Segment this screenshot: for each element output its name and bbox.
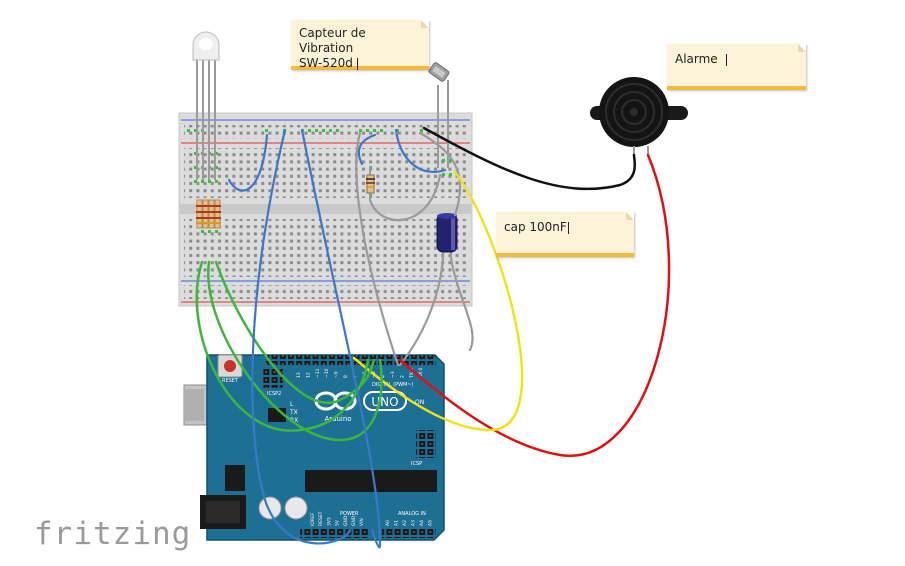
pulldown-resistor — [366, 166, 375, 200]
uno-badge — [363, 391, 407, 411]
pin-label: 12 — [305, 372, 311, 378]
icsp-header — [416, 430, 436, 458]
note-fold — [421, 20, 429, 28]
pin-label: 13 — [296, 372, 302, 378]
note-text: cap 100nF — [504, 220, 567, 234]
wire-blue-power — [251, 128, 352, 545]
arduino-uno-board: UNO Arduino RESET ICSP2 TX RX L ON DIGIT… — [183, 354, 445, 541]
pin-label: 8 — [343, 375, 349, 378]
top-terminal-holes — [184, 148, 466, 198]
icsp2-label: ICSP2 — [267, 391, 281, 397]
power-label: POWER — [340, 511, 359, 517]
fritzing-logo: fritzing — [34, 516, 192, 552]
wires — [195, 126, 671, 549]
power-header — [300, 528, 370, 538]
l-led-label: L — [290, 401, 294, 408]
note-text: SW-520d — [299, 56, 353, 70]
text-cursor — [356, 57, 358, 70]
breadboard — [178, 112, 473, 307]
wire-blue-jumper — [227, 133, 269, 192]
board-capacitor — [258, 496, 282, 520]
pin-label: ~11 — [315, 368, 321, 378]
resistor-bank — [196, 199, 221, 229]
wire-gray — [355, 131, 400, 367]
analog-header — [382, 528, 436, 538]
pin-label: 3V3 — [326, 517, 332, 526]
pin-label: RESET — [318, 511, 324, 526]
pin-label: A3 — [411, 520, 417, 526]
center-channel — [180, 204, 471, 214]
note-line: Capteur de Vibration — [299, 26, 366, 55]
pin-label: 2 — [399, 375, 405, 378]
arduino-label: Arduino — [324, 415, 351, 423]
pin-label: 5V — [335, 519, 341, 526]
wire-green — [207, 260, 383, 442]
atmega-chip — [305, 470, 437, 492]
reset-label: RESET — [222, 378, 239, 384]
pin-label: 4 — [381, 375, 387, 378]
wire-gray — [368, 173, 442, 222]
rgb-led — [192, 31, 220, 180]
pin-label: A1 — [394, 520, 400, 526]
note-fold — [798, 44, 806, 52]
note-alarm[interactable]: Alarme — [667, 44, 806, 90]
pin-label: ~9 — [334, 371, 340, 378]
wire-gray — [449, 256, 474, 352]
pin-label: TX 1 — [409, 368, 415, 379]
voltage-regulator — [225, 465, 245, 491]
note-fold — [626, 212, 634, 220]
digital-label: DIGITAL (PWM~) — [372, 382, 414, 388]
analog-label: ANALOG IN — [398, 511, 426, 517]
icsp-label: ICSP — [411, 461, 422, 467]
digital-header-high — [266, 355, 350, 365]
bottom-rail-holes — [184, 285, 466, 299]
pin-label: IOREF — [310, 512, 316, 526]
rx-label: RX — [290, 417, 298, 424]
text-cursor — [725, 53, 727, 66]
wire-blue-jumper — [394, 128, 447, 173]
pin-label: GND — [351, 515, 357, 526]
pin-label: ~3 — [390, 371, 396, 378]
board-capacitor — [284, 496, 308, 520]
wire-blue-power — [300, 128, 382, 549]
tx-label: TX — [289, 409, 298, 416]
pin-label: A2 — [402, 520, 408, 526]
wire-black — [422, 126, 637, 191]
note-line: SW-520d — [299, 56, 421, 71]
pin-label: VIN — [359, 518, 365, 526]
note-vibration-sensor[interactable]: Capteur de Vibration SW-520d — [291, 20, 429, 70]
icsp2-header — [263, 368, 283, 388]
wire-red — [398, 153, 671, 458]
wire-blue-jumper — [357, 133, 377, 166]
wire-green — [214, 260, 376, 404]
pin-label: GND — [343, 515, 349, 526]
pin-label: A5 — [428, 520, 434, 526]
note-text: Alarme — [675, 52, 718, 66]
pin-label: A0 — [385, 520, 391, 526]
text-cursor — [567, 221, 569, 234]
pin-label: ~10 — [324, 368, 330, 378]
note-capacitor[interactable]: cap 100nF — [496, 212, 634, 257]
wire-gray — [398, 256, 445, 367]
wire-yellow — [352, 170, 524, 432]
uno-label: UNO — [371, 395, 398, 409]
digital-header-low — [354, 355, 436, 365]
buzzer — [590, 77, 688, 156]
pin-label: A4 — [419, 520, 425, 526]
bottom-terminal-holes — [184, 219, 466, 277]
pin-label: RX 0 — [418, 367, 424, 378]
on-led-label: ON — [415, 399, 424, 406]
wire-gray — [418, 131, 462, 217]
